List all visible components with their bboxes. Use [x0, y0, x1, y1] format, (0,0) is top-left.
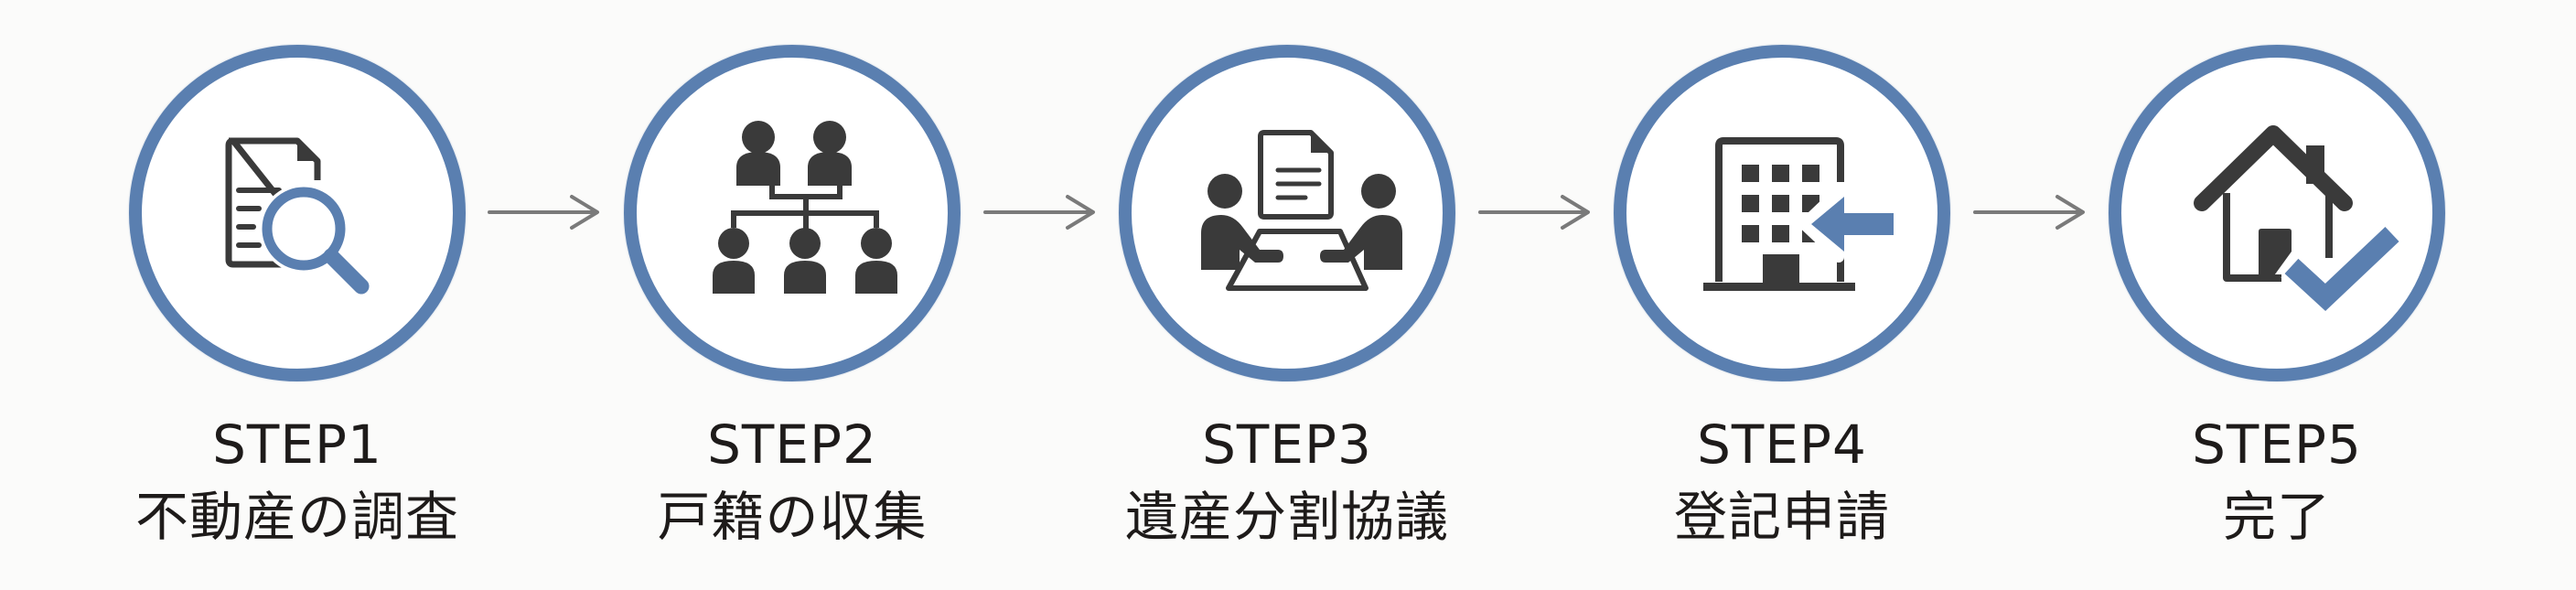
step-5: STEP5 完了 [2109, 45, 2445, 575]
step-1: STEP1 不動産の調査 [129, 45, 466, 575]
connector-arrow-4 [1973, 194, 2087, 231]
step-5-title: 完了 [2222, 486, 2331, 548]
connector-arrow-1 [488, 194, 601, 231]
right-arrow-icon [488, 195, 599, 230]
step-2-circle [624, 45, 961, 381]
family-tree-icon [713, 121, 897, 294]
step-2-title: 戸籍の収集 [657, 486, 928, 548]
step-3-title: 遺産分割協議 [1124, 486, 1449, 548]
step-3-circle [1119, 45, 1455, 381]
step-5-number: STEP5 [2192, 413, 2362, 476]
connector-arrow-3 [1478, 194, 1592, 231]
step-2-number: STEP2 [707, 413, 877, 476]
step-3-number: STEP3 [1202, 413, 1372, 476]
step-2: STEP2 戸籍の収集 [624, 45, 961, 575]
right-arrow-icon [983, 195, 1095, 230]
step-3: STEP3 遺産分割協議 [1119, 45, 1455, 575]
right-arrow-icon [1478, 195, 1590, 230]
step-5-circle [2109, 45, 2445, 381]
step-4-number: STEP4 [1697, 413, 1867, 476]
step-1-title: 不動産の調査 [134, 486, 459, 548]
step-1-number: STEP1 [212, 413, 382, 476]
step-4: STEP4 登記申請 [1614, 45, 1950, 575]
right-arrow-icon [1973, 195, 2085, 230]
document-search-icon [225, 137, 370, 295]
step-1-circle [129, 45, 466, 381]
building-submit-icon [1703, 137, 1897, 291]
connector-arrow-2 [983, 194, 1097, 231]
house-check-icon [2194, 125, 2403, 319]
step-4-title: 登記申請 [1673, 486, 1890, 548]
meeting-document-icon [1201, 130, 1402, 291]
step-4-circle [1614, 45, 1950, 381]
